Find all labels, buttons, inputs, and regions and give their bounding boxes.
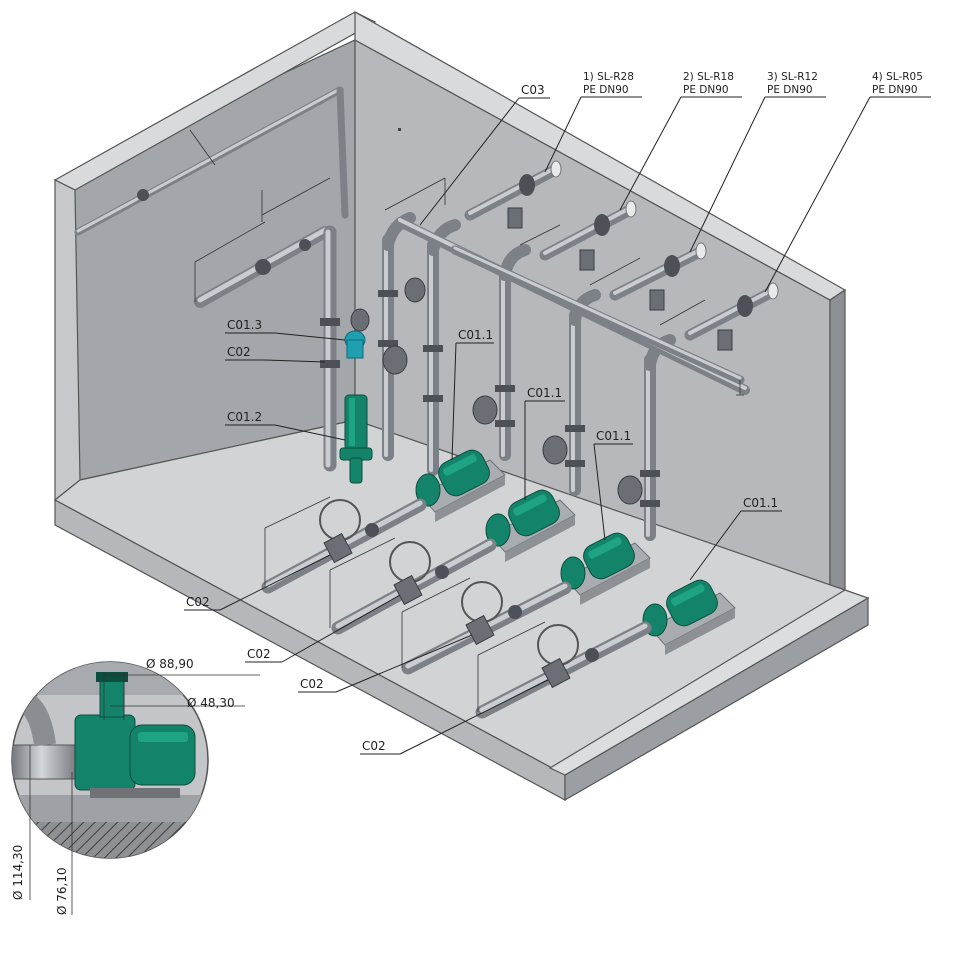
outlet-label-3-line1: 3) SL-R12 — [767, 71, 818, 83]
callout-c01-1-a-text: C01.1 — [458, 328, 493, 342]
outlet-label-2-line1: 2) SL-R18 — [683, 71, 734, 83]
left-wall-end — [54, 179, 81, 502]
callout-c02-side: C02 — [225, 345, 326, 363]
pump-set-4 — [475, 579, 736, 719]
outlet-label-4: 4) SL-R05 PE DN90 — [764, 71, 931, 293]
outlet-label-1-line1: 1) SL-R28 — [583, 71, 634, 83]
detail-dim-d2: Ø 48,30 — [187, 696, 235, 710]
callout-c01-3-text: C01.3 — [227, 318, 262, 332]
callout-c02-b-text: C02 — [247, 647, 271, 661]
callout-c01-2-text: C01.2 — [227, 410, 262, 424]
detail-dim-d4: Ø 76,10 — [55, 867, 69, 915]
detail-dim-d3: Ø 114,30 — [11, 845, 25, 900]
callout-c01-1-b: C01.1 — [524, 386, 565, 500]
callout-c01-1-d-text: C01.1 — [743, 496, 778, 510]
pump-detail-view: Ø 88,90 Ø 48,30 Ø 114,30 Ø 76,10 — [11, 657, 260, 915]
callout-c02-d: C02 — [360, 679, 549, 755]
outlet-label-1-line2: PE DN90 — [583, 84, 629, 96]
manifold — [384, 160, 779, 396]
outlet-label-3-line2: PE DN90 — [767, 84, 813, 96]
pump-set-2 — [331, 489, 576, 635]
callout-c02-b: C02 — [245, 594, 401, 663]
outlet-label-4-line2: PE DN90 — [872, 84, 918, 96]
callout-c03-text: C03 — [521, 83, 545, 97]
callout-c01-1-b-text: C01.1 — [527, 386, 562, 400]
callout-c01-3: C01.3 — [225, 318, 346, 341]
callout-c01-1-c: C01.1 — [593, 429, 633, 541]
outlet-label-1: 1) SL-R28 PE DN90 — [544, 71, 642, 173]
callout-c02-c: C02 — [298, 634, 473, 693]
outlet-label-4-line1: 4) SL-R05 — [872, 71, 923, 83]
callout-c02-c-text: C02 — [300, 677, 324, 691]
callout-c02-side-text: C02 — [227, 345, 251, 359]
outlet-label-2-line2: PE DN90 — [683, 84, 729, 96]
callout-c01-1-d: C01.1 — [689, 496, 782, 581]
callout-c02-a-text: C02 — [186, 595, 210, 609]
room — [53, 10, 870, 802]
outlet-label-3: 3) SL-R12 PE DN90 — [689, 71, 826, 253]
callout-c01-1-a: C01.1 — [451, 328, 494, 461]
right-wall-end — [829, 288, 846, 591]
callout-c02-a: C02 — [184, 554, 331, 611]
callout-c02-d-text: C02 — [362, 739, 386, 753]
left-wall-piping — [74, 86, 349, 308]
riser-fittings — [320, 277, 660, 507]
floor-dimensions — [264, 496, 546, 712]
callout-c01-1-c-text: C01.1 — [596, 429, 631, 443]
vertical-pump-c01-2 — [339, 330, 373, 484]
callout-c03: C03 — [419, 83, 550, 226]
slab-top-edge — [548, 589, 870, 776]
callout-c01-2: C01.2 — [225, 410, 346, 441]
pump-set-3 — [401, 532, 651, 675]
detail-dim-d1: Ø 88,90 — [146, 657, 194, 671]
outlet-label-2: 2) SL-R18 PE DN90 — [619, 71, 742, 211]
